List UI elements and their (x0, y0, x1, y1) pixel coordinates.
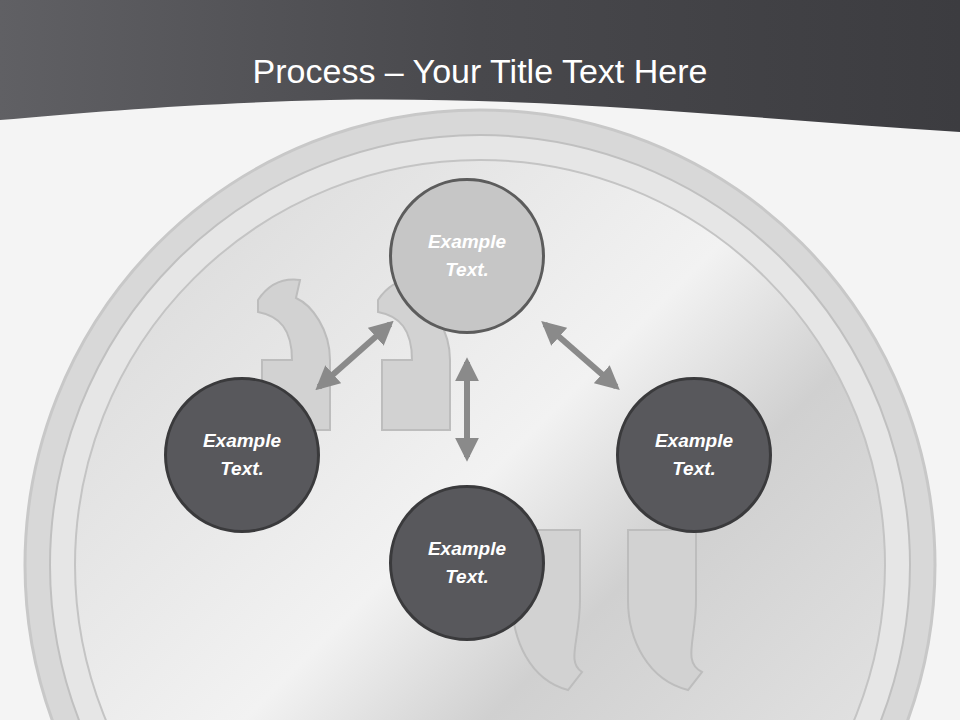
header-band (0, 0, 960, 132)
circle-label: Example Text. (188, 427, 296, 484)
circle-label: Example Text. (413, 228, 521, 285)
process-circle: Example Text. (164, 377, 320, 533)
circle-outline (389, 485, 545, 641)
circle-shape (391, 487, 544, 640)
circle-outline (616, 377, 772, 533)
circle-label: Example Text. (640, 427, 748, 484)
circle-shape (391, 180, 544, 333)
circle-shape (166, 379, 319, 532)
circle-label: Example Text. (413, 535, 521, 592)
process-circle: Example Text. (389, 178, 545, 334)
circle-outline (164, 377, 320, 533)
double-arrow (545, 324, 616, 387)
double-arrow (319, 324, 390, 387)
process-circle: Example Text. (389, 485, 545, 641)
quote-mark (628, 530, 702, 690)
text-group: Example Text. (413, 535, 521, 592)
double-arrow (464, 362, 470, 457)
text-group: Example Text. (188, 427, 296, 484)
slide-title: Process – Your Title Text Here (0, 52, 960, 91)
text-group: Example Text. (640, 427, 748, 484)
text-group: Example Text. (413, 228, 521, 285)
inner-disc (75, 160, 885, 720)
circle-shape (618, 379, 771, 532)
middle-ring (50, 135, 910, 720)
process-circle: Example Text. (616, 377, 772, 533)
outer-ring (25, 110, 935, 720)
circle-outline (389, 178, 545, 334)
